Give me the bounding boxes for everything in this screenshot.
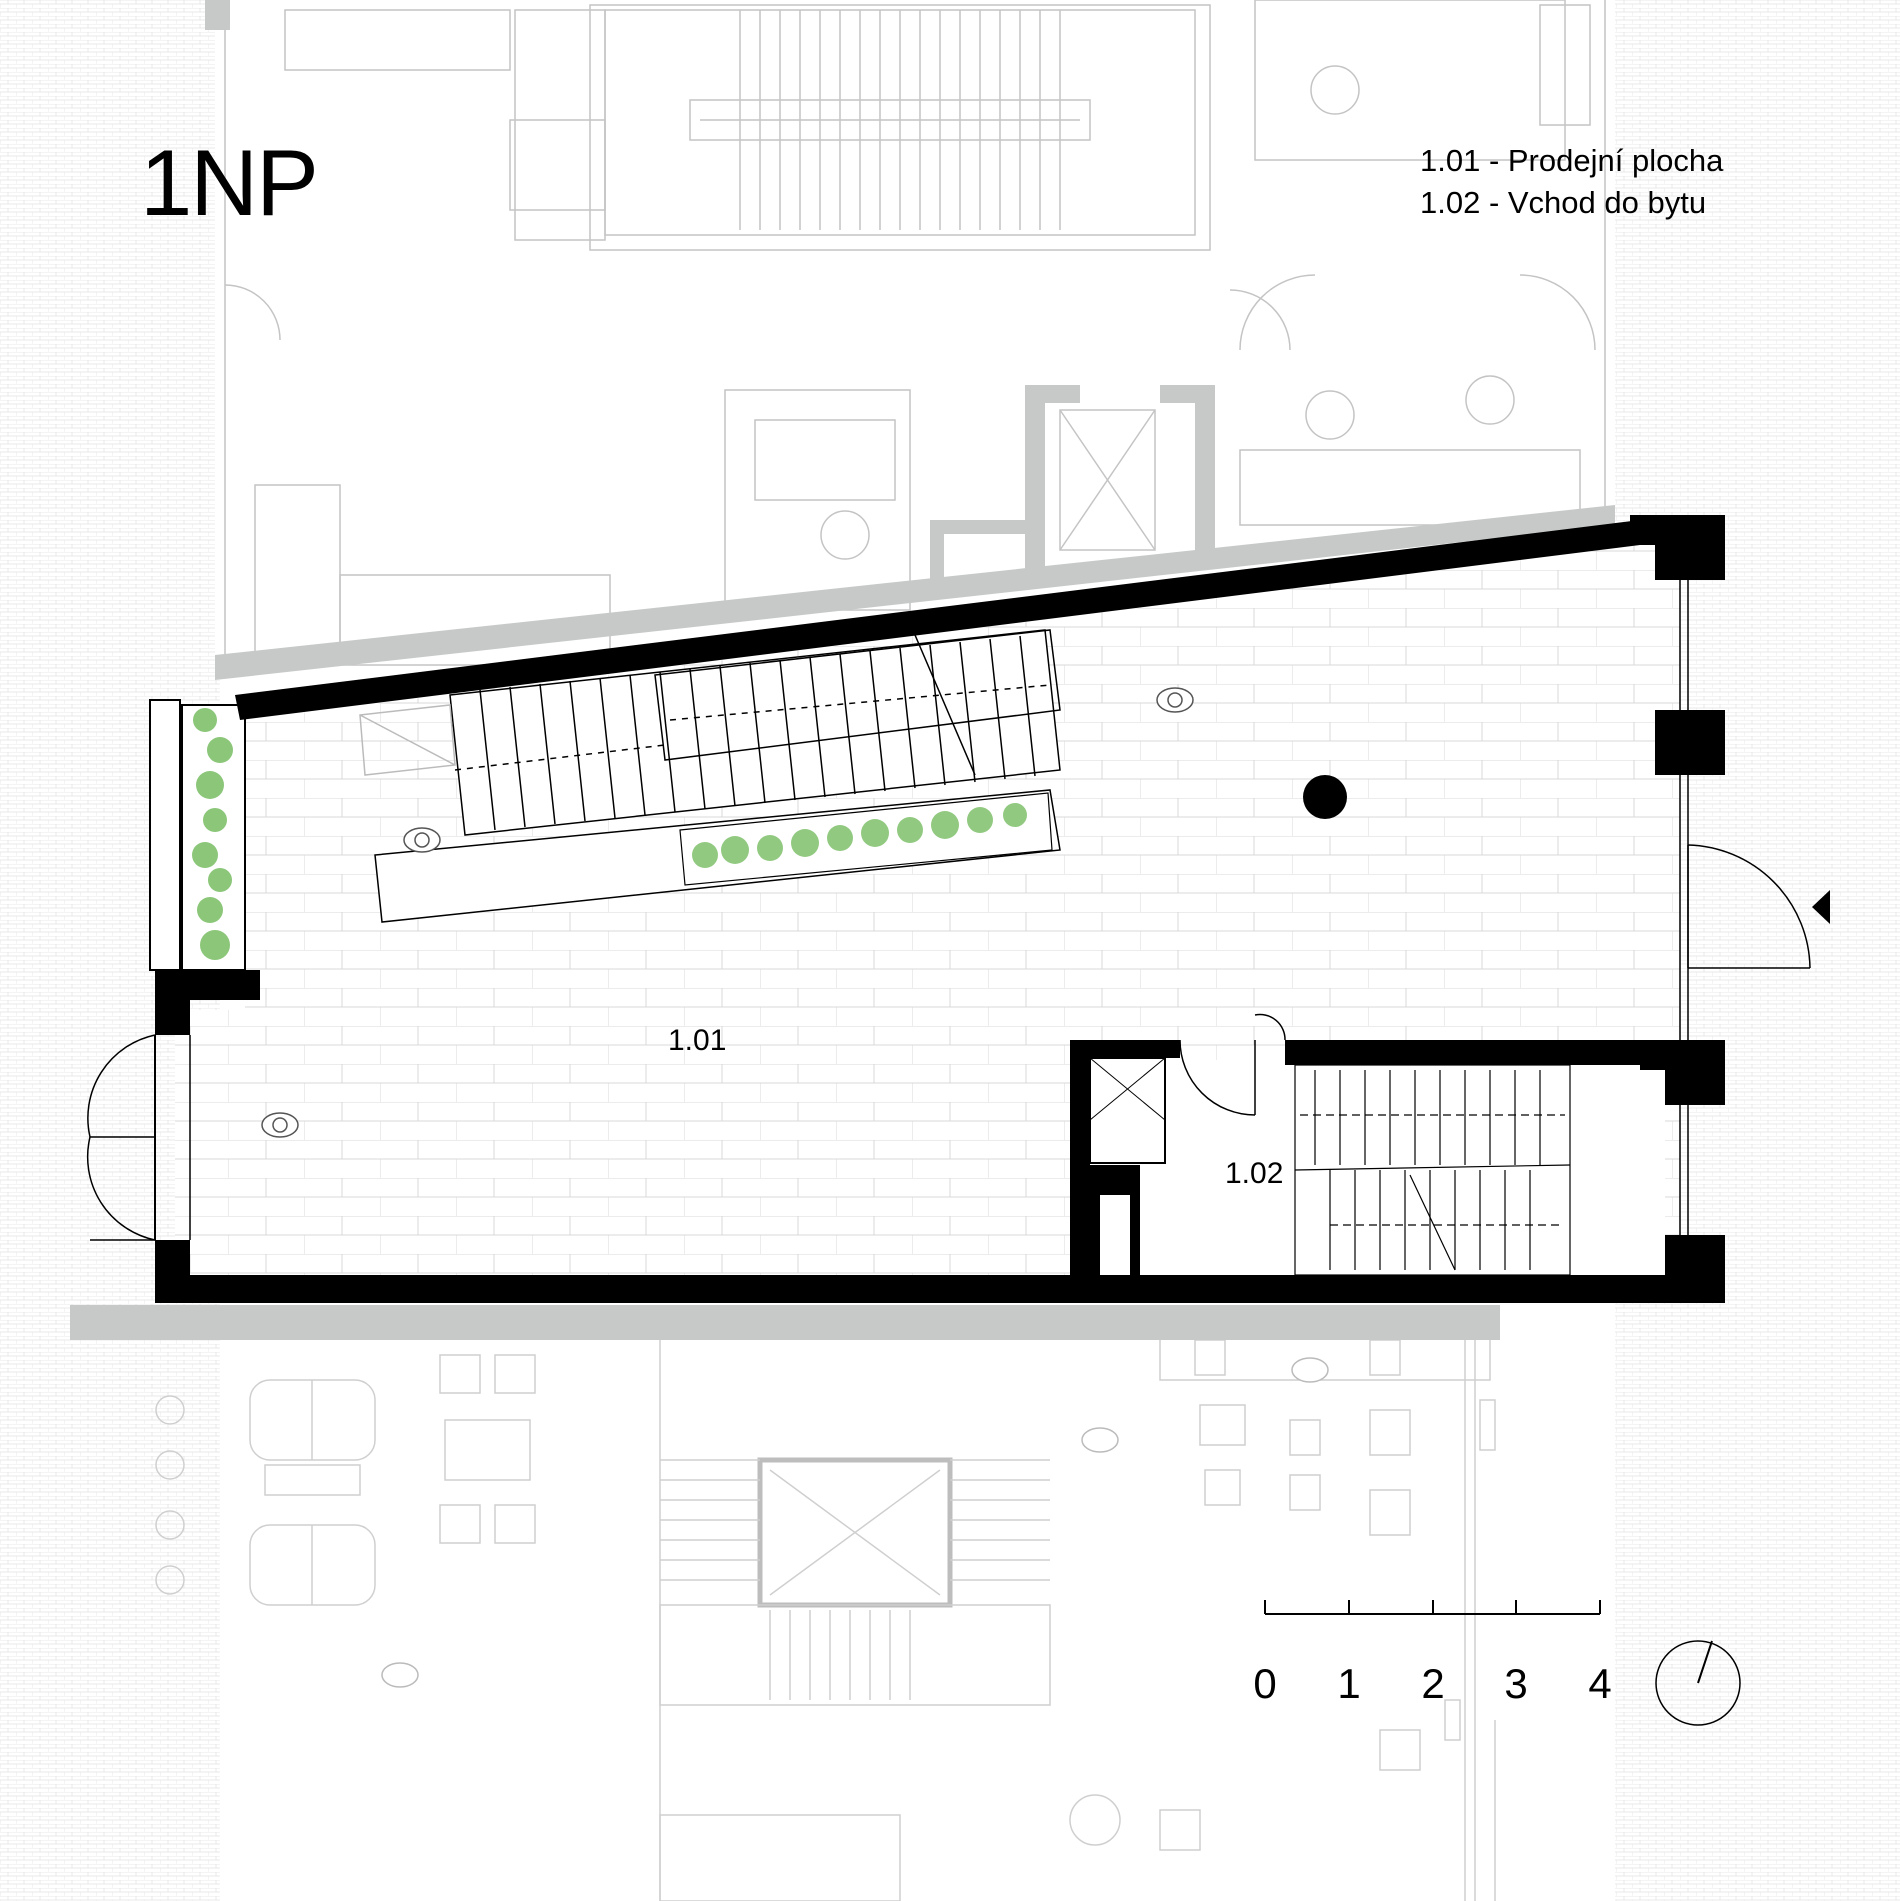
neighbor-walls-north — [205, 0, 1615, 680]
legend-item: 1.01 - Prodejní plocha — [1420, 143, 1724, 178]
stair-ramp — [359, 704, 456, 776]
planter-left — [149, 699, 246, 971]
main-staircase — [449, 629, 1061, 836]
scale-label: 2 — [1421, 1660, 1445, 1707]
doors — [86, 844, 1811, 1241]
scale-label: 0 — [1253, 1660, 1277, 1707]
scale-label: 1 — [1337, 1660, 1361, 1707]
entry-staircase — [1294, 1064, 1571, 1276]
page-title: 1NP — [140, 130, 319, 235]
room-label-1-01: 1.01 — [668, 1024, 727, 1057]
stair-planter — [374, 789, 1061, 923]
entry-core — [1089, 1057, 1166, 1164]
entrance-arrow-icon — [1812, 890, 1830, 924]
scale-bar — [1264, 1600, 1601, 1615]
scale-label: 3 — [1504, 1660, 1528, 1707]
scale-label: 4 — [1588, 1660, 1612, 1707]
room-legend: 1.01 - Prodejní plocha 1.02 - Vchod do b… — [1420, 140, 1723, 224]
north-arrow-icon — [1655, 1640, 1741, 1726]
walls — [155, 515, 1725, 1303]
legend-item: 1.02 - Vchod do bytu — [1420, 185, 1707, 220]
neighbor-wall-south — [70, 1305, 1500, 1340]
people-figures — [261, 687, 1329, 1688]
room-label-1-02: 1.02 — [1225, 1157, 1284, 1190]
column-icon — [1303, 775, 1347, 819]
